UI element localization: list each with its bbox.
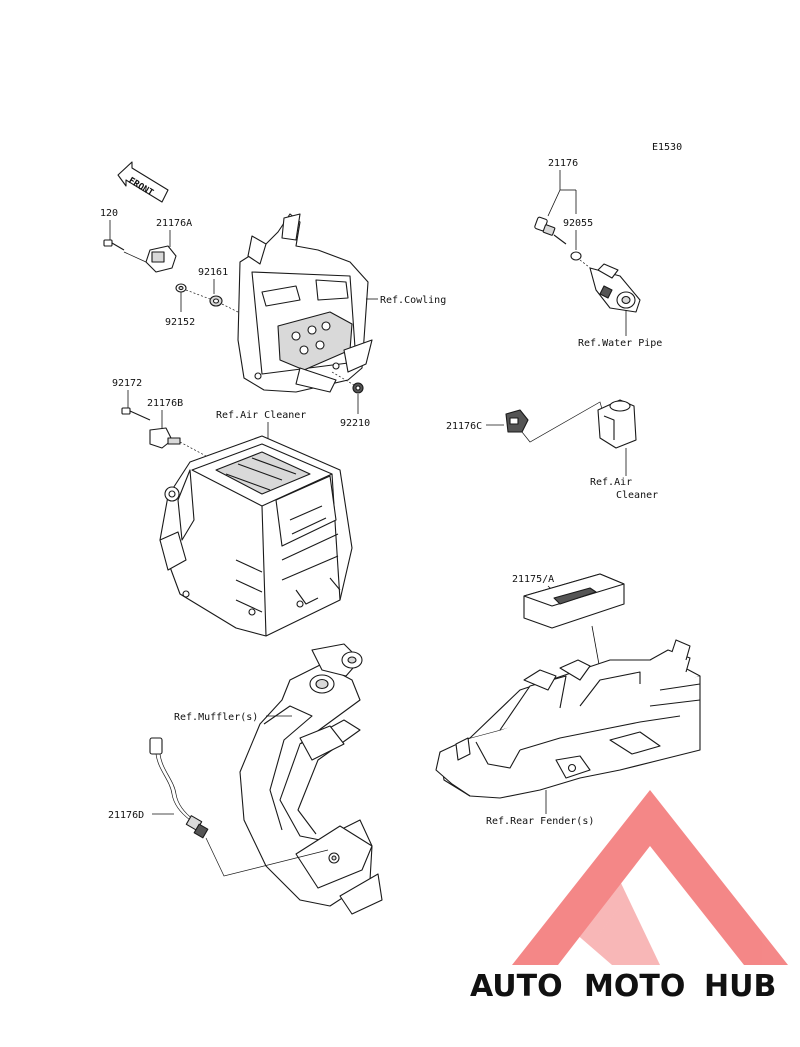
label-21176a: 21176A	[156, 218, 192, 229]
label-21176b: 21176B	[147, 398, 183, 409]
label-21176d: 21176D	[108, 810, 144, 821]
sensor-21176b-icon	[149, 427, 207, 457]
water-pipe-icon	[589, 263, 641, 313]
nut-92210-icon	[352, 382, 364, 394]
label-21176c: 21176C	[446, 421, 482, 432]
sensor-21176a-icon	[123, 245, 177, 273]
ref-air-cleaner-side-2: Cleaner	[616, 490, 658, 501]
air-cleaner-port-icon	[597, 399, 637, 449]
label-120: 120	[100, 208, 118, 219]
watermark-moto: MOTO	[584, 969, 685, 1004]
ref-muffler-label: Ref.Muffler(s)	[174, 712, 258, 723]
o2-sensor-21176d-icon	[149, 737, 209, 839]
label-92152: 92152	[165, 317, 195, 328]
label-92161: 92161	[198, 267, 228, 278]
grommet-92161-icon	[209, 295, 223, 307]
air-cleaner-box-icon	[159, 435, 353, 637]
ref-cowling-label: Ref.Cowling	[380, 295, 446, 306]
automotohub-logo-icon	[512, 790, 788, 965]
ref-air-cleaner-label: Ref.Air Cleaner	[216, 410, 306, 421]
sensor-21176c-icon	[505, 409, 529, 433]
label-92055: 92055	[563, 218, 593, 229]
screw-92172-icon	[121, 407, 151, 421]
ref-rear-fender-label: Ref.Rear Fender(s)	[486, 816, 594, 827]
diagram-code: E1530	[652, 142, 682, 153]
cowling-bracket-icon	[237, 213, 373, 393]
watermark-hub: HUB	[704, 969, 776, 1004]
ref-air-cleaner-side-1: Ref.Air	[590, 477, 632, 488]
ref-water-pipe-label: Ref.Water Pipe	[578, 338, 662, 349]
exhaust-muffler-icon	[239, 643, 383, 915]
label-21176: 21176	[548, 158, 578, 169]
label-92172: 92172	[112, 378, 142, 389]
washer-92152-icon	[175, 283, 187, 293]
label-92210: 92210	[340, 418, 370, 429]
automotohub-watermark: AUTO MOTO HUB	[470, 969, 776, 1004]
bolt-120-icon	[103, 239, 125, 251]
temp-sensor-21176-icon	[534, 216, 567, 245]
watermark-auto: AUTO	[470, 969, 563, 1004]
o-ring-92055-icon	[570, 251, 582, 261]
rear-fender-icon	[435, 639, 701, 799]
front-arrow-icon: FRONT	[117, 161, 169, 203]
ecu-21175a-icon	[523, 573, 625, 629]
label-21175a: 21175/A	[512, 574, 554, 585]
